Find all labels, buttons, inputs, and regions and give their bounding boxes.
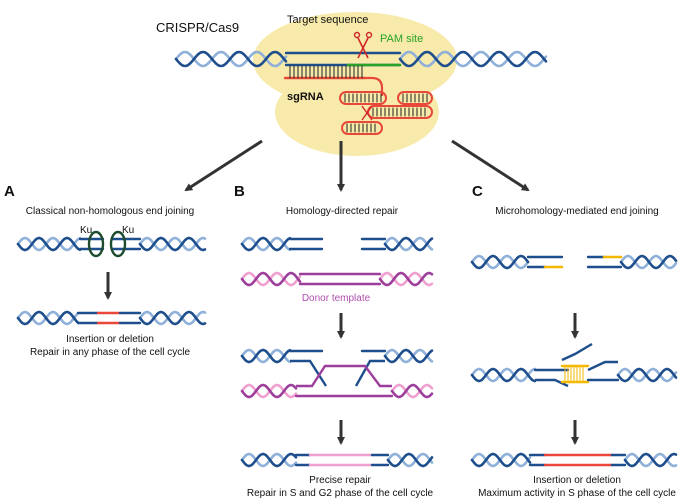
b-inv-dna-left-strand-light xyxy=(240,348,292,364)
a-result-left-strand-dark xyxy=(16,310,80,326)
sgrna-label: sgRNA xyxy=(287,91,324,103)
b-result-left-strand-dark xyxy=(240,452,298,468)
a-result-right-strand-dark xyxy=(138,310,207,326)
b-inv-right-strand xyxy=(354,359,385,387)
b-donor-left-strand-light xyxy=(240,271,302,287)
c-dna-right-strand-dark xyxy=(619,254,678,270)
panel-c-outcome: Insertion or deletion xyxy=(533,475,621,486)
target-sequence-label: Target sequence xyxy=(287,14,369,26)
b-inv-donor-left-strand-dark xyxy=(240,383,298,399)
b-dna-left-strand-light xyxy=(240,236,292,252)
crispr-cas9-label: CRISPR/Cas9 xyxy=(156,20,240,35)
c-dna-left-strand-dark xyxy=(470,254,530,270)
panel-b-letter: B xyxy=(234,183,245,200)
a-dna-right-strand-dark xyxy=(138,236,207,252)
target-dna-left-strand-dark xyxy=(174,50,288,68)
b-inv-donor-right-strand-light xyxy=(390,383,434,399)
c-int-right-strand-light xyxy=(616,367,678,383)
panel-b-outcome: Precise repair xyxy=(309,475,371,486)
c-int-left-strand-dark xyxy=(470,367,537,383)
b-dna-left-strand-dark xyxy=(240,236,292,252)
b-inv-donor-loop xyxy=(296,364,392,388)
b-inv-left-strand xyxy=(290,359,328,387)
a-result-right-strand-light xyxy=(138,310,207,326)
scissors-handle xyxy=(353,31,361,39)
ku-label-right: Ku xyxy=(122,225,135,236)
panel-a-letter: A xyxy=(4,183,15,200)
a-dna-right-strand-light xyxy=(138,236,207,252)
cas9-complex xyxy=(174,12,548,156)
b-donor-right-strand-light xyxy=(378,271,434,287)
b-inv-dna-left-strand-dark xyxy=(240,348,292,364)
c-result-left-strand-light xyxy=(470,452,532,468)
ku-label-left: Ku xyxy=(80,225,93,236)
ku-ring-left xyxy=(87,230,105,258)
panel-b-graphics xyxy=(240,236,434,468)
a-result-left-strand-light xyxy=(16,310,80,326)
panel-c-note: Maximum activity in S phase of the cell … xyxy=(478,488,676,499)
arrow-to-a xyxy=(184,139,263,192)
c-int-left-strand-light xyxy=(470,367,537,383)
b-inv-donor-right-strand-dark xyxy=(390,383,434,399)
sgrna-hairpin-1 xyxy=(339,91,387,105)
donor-template-label: Donor template xyxy=(301,293,371,304)
b-result-right-strand-dark xyxy=(386,452,434,468)
c-int-right-strand-dark xyxy=(616,367,678,383)
panel-c-graphics xyxy=(470,254,678,468)
b-dna-right-strand-light xyxy=(383,236,434,252)
target-dna-right-strand-light xyxy=(398,50,548,68)
panel-c-letter: C xyxy=(472,183,483,200)
panel-a-graphics xyxy=(16,230,207,326)
ku-ring-right xyxy=(109,230,127,258)
c-int-right-top xyxy=(587,360,618,372)
b-inv-dna-right-strand-light xyxy=(383,348,434,364)
c-result-left-strand-dark xyxy=(470,452,532,468)
panel-b-note: Repair in S and G2 phase of the cell cyc… xyxy=(246,488,434,499)
target-dna-right-strand-dark xyxy=(398,50,548,68)
c-int-right-flap xyxy=(561,342,593,362)
panel-c-title: Microhomology-mediated end joining xyxy=(495,206,659,217)
b-donor-right-strand-dark xyxy=(378,271,434,287)
b-dna-right-strand-dark xyxy=(383,236,434,252)
b-inv-dna-right-strand-dark xyxy=(383,348,434,364)
c-int-left-flap xyxy=(535,378,569,388)
sgrna-linker xyxy=(365,76,384,96)
b-result-left-strand-light xyxy=(240,452,298,468)
a-dna-left-strand-light xyxy=(16,236,82,252)
panel-b-title: Homology-directed repair xyxy=(285,206,399,217)
b-inv-donor-left-strand-light xyxy=(240,383,298,399)
b-donor-left-strand-dark xyxy=(240,271,302,287)
panel-a-title: Classical non-homologous end joining xyxy=(25,206,195,217)
cas9-lower-lobe xyxy=(275,68,439,156)
sgrna-hairpin-4 xyxy=(397,91,433,105)
a-dna-left-strand-dark xyxy=(16,236,82,252)
b-result-right-strand-light xyxy=(386,452,434,468)
flow-arrows xyxy=(184,139,530,192)
scissors-icon-2 xyxy=(361,105,373,121)
arrow-to-c xyxy=(451,139,530,192)
c-result-right-strand-dark xyxy=(623,452,678,468)
scissors-icon xyxy=(357,37,369,59)
scissors-handle xyxy=(365,31,373,39)
panel-a-note: Repair in any phase of the cell cycle xyxy=(29,347,191,358)
sgrna-hairpin-3 xyxy=(341,121,383,135)
pam-site-label: PAM site xyxy=(380,33,424,45)
panel-a-outcome: Insertion or deletion xyxy=(66,334,154,345)
